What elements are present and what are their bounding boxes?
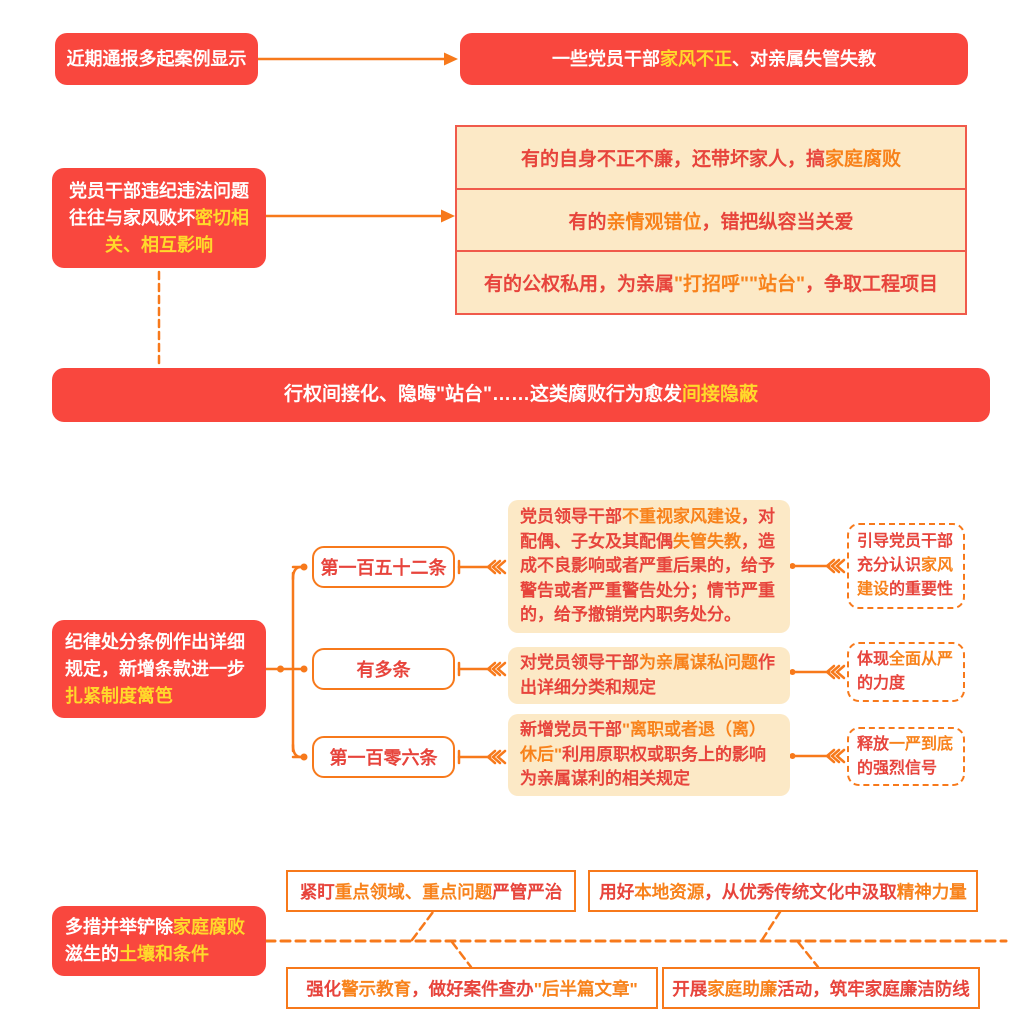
measure-box: 开展家庭助廉活动，筑牢家庭廉洁防线: [662, 967, 980, 1009]
dashed-network-connector: [264, 910, 1008, 969]
measure-text: 开展家庭助廉活动，筑牢家庭廉洁防线: [672, 978, 970, 999]
regulation-intro-text: 纪律处分条例作出详细规定，新增条款进一步扎紧制度篱笆: [65, 631, 245, 706]
takeaway-note: 释放一严到底的强烈信号: [847, 727, 965, 786]
measure-text: 紧盯重点领域、重点问题严管严治: [299, 881, 563, 902]
branch-connector: [264, 563, 308, 761]
example-text: 有的亲情观错位，错把纵容当关爱: [568, 211, 854, 233]
takeaway-text: 体现全面从严的力度: [857, 651, 954, 692]
takeaway-text: 释放一严到底的强烈信号: [857, 735, 954, 777]
multiple-articles-detail: 对党员领导干部为亲属谋私问题作出详细分类和规定: [508, 647, 790, 704]
measure-text: 用好本地资源，从优秀传统文化中汲取精神力量: [599, 881, 967, 902]
arrow-right-icon: [256, 52, 458, 66]
example-row: 有的自身不正不廉，还带坏家人，搞家庭腐败: [457, 127, 965, 188]
chevron-arrow-icon: [457, 559, 507, 575]
chevron-arrow-icon: [788, 664, 846, 680]
example-row: 有的公权私用，为亲属"打招呼""站台"，争取工程项目: [457, 250, 965, 313]
measures-intro-text: 多措并举铲除家庭腐败滋生的土壤和条件: [65, 917, 245, 964]
article-106-detail: 新增党员干部"离职或者退（离）休后"利用原职权或职务上的影响为亲属谋利的相关规定: [508, 714, 790, 796]
banner-text: 行权间接化、隐晦"站台"……这类腐败行为愈发间接隐蔽: [283, 383, 759, 405]
takeaway-note: 引导党员干部充分认识家风建设的重要性: [847, 523, 965, 609]
measures-intro-box: 多措并举铲除家庭腐败滋生的土壤和条件: [52, 906, 266, 976]
multiple-articles-label: 有多条: [356, 660, 411, 680]
result-box: 一些党员干部家风不正、对亲属失管失教: [460, 33, 968, 85]
article-152-detail-text: 党员领导干部不重视家风建设，对配偶、子女及其配偶失管失教，造成不良影响或者严重后…: [520, 506, 775, 625]
article-152-detail: 党员领导干部不重视家风建设，对配偶、子女及其配偶失管失教，造成不良影响或者严重后…: [508, 500, 790, 633]
chevron-arrow-icon: [788, 558, 846, 574]
measure-box: 用好本地资源，从优秀传统文化中汲取精神力量: [588, 870, 978, 912]
article-106-label: 第一百零六条: [329, 748, 438, 768]
measure-box: 紧盯重点领域、重点问题严管严治: [286, 870, 576, 912]
multiple-articles-detail-text: 对党员领导干部为亲属谋私问题作出详细分类和规定: [520, 652, 775, 697]
example-text: 有的自身不正不廉，还带坏家人，搞家庭腐败: [520, 148, 902, 170]
measure-box: 强化警示教育，做好案件查办"后半篇文章": [286, 967, 658, 1009]
takeaway-text: 引导党员干部充分认识家风建设的重要性: [857, 533, 954, 598]
case-report-box: 近期通报多起案例显示: [55, 33, 258, 85]
example-row: 有的亲情观错位，错把纵容当关爱: [457, 187, 965, 251]
example-text: 有的公权私用，为亲属"打招呼""站台"，争取工程项目: [483, 274, 939, 296]
arrow-right-icon: [264, 209, 455, 223]
multiple-articles-pill: 有多条: [312, 648, 455, 690]
takeaway-note: 体现全面从严的力度: [847, 642, 965, 702]
cause-text: 党员干部违纪违法问题往往与家风败坏密切相关、相互影响: [69, 180, 249, 255]
article-152-pill: 第一百五十二条: [312, 546, 455, 588]
article-106-detail-text: 新增党员干部"离职或者退（离）休后"利用原职权或职务上的影响为亲属谋利的相关规定: [520, 720, 767, 789]
cause-box: 党员干部违纪违法问题往往与家风败坏密切相关、相互影响: [52, 168, 266, 268]
banner-box: 行权间接化、隐晦"站台"……这类腐败行为愈发间接隐蔽: [52, 368, 990, 422]
chevron-arrow-icon: [457, 749, 507, 765]
case-report-text: 近期通报多起案例显示: [66, 48, 247, 69]
chevron-arrow-icon: [788, 748, 846, 764]
measure-text: 强化警示教育，做好案件查办"后半篇文章": [306, 978, 638, 999]
chevron-arrow-icon: [457, 661, 507, 677]
article-106-pill: 第一百零六条: [312, 736, 455, 778]
result-text: 一些党员干部家风不正、对亲属失管失教: [552, 48, 876, 69]
regulation-intro-box: 纪律处分条例作出详细规定，新增条款进一步扎紧制度篱笆: [52, 620, 266, 718]
article-152-label: 第一百五十二条: [320, 558, 447, 578]
examples-panel: 有的自身不正不廉，还带坏家人，搞家庭腐败 有的亲情观错位，错把纵容当关爱 有的公…: [455, 125, 967, 315]
